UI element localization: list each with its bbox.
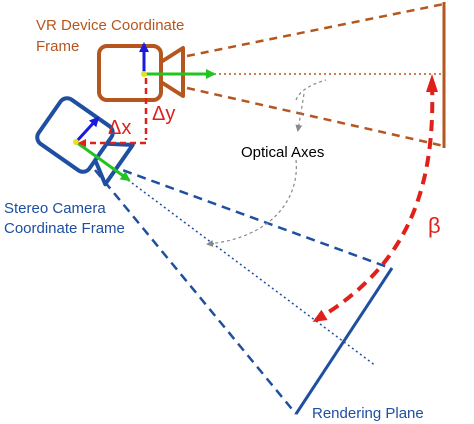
delta-y-label: Δy	[152, 103, 175, 125]
rendering-plane-line	[294, 267, 394, 415]
stereo-frame-label-line1: Stereo Camera	[4, 200, 106, 217]
beta-angle-arrow	[312, 83, 435, 323]
offset-arrows	[78, 78, 148, 147]
stereo-frustum	[94, 158, 391, 415]
rendering-plane-label: Rendering Plane	[312, 405, 424, 422]
vr-frame-label-line1: VR Device Coordinate	[36, 17, 184, 34]
stereo-frame-label-line2: Coordinate Frame	[4, 220, 125, 237]
vr-device-axes	[139, 42, 216, 79]
vr-frustum	[186, 2, 446, 148]
stereo-camera-axes	[73, 116, 131, 182]
optical-axes-label: Optical Axes	[241, 144, 324, 161]
delta-x-label: Δx	[108, 117, 131, 139]
vr-frame-label-line2: Frame	[36, 38, 79, 55]
beta-arrow-top-head	[426, 74, 438, 92]
optical-axes-pointers	[206, 79, 327, 247]
beta-label: β	[428, 213, 441, 238]
